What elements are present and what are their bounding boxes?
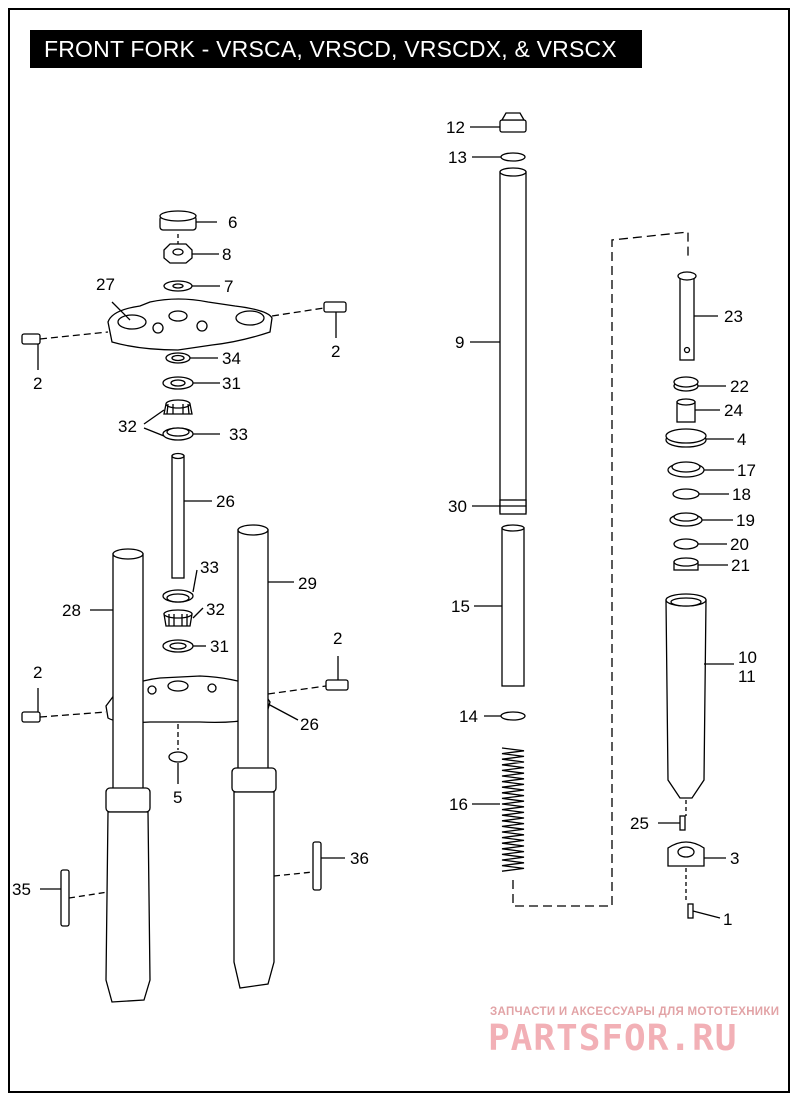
callout-22: 22: [730, 377, 749, 396]
callout-14: 14: [459, 707, 478, 726]
part-4-cap[interactable]: [665, 428, 734, 448]
callout-1: 1: [723, 910, 732, 929]
callout-13: 13: [448, 148, 467, 167]
callout-31-lower: 31: [210, 637, 229, 656]
callout-23: 23: [724, 307, 743, 326]
callout-12: 12: [446, 118, 465, 137]
callout-26-stem: 26: [216, 492, 235, 511]
callout-15: 15: [451, 597, 470, 616]
part-25-screw[interactable]: [658, 815, 686, 831]
callout-6: 6: [228, 213, 237, 232]
callout-31-upper: 31: [222, 374, 241, 393]
part-33-lower-race[interactable]: [162, 569, 198, 603]
callout-18: 18: [732, 485, 751, 504]
callout-29: 29: [298, 574, 317, 593]
part-33-upper-race[interactable]: [162, 427, 220, 441]
part-2-bolt-upper-right[interactable]: [271, 301, 347, 338]
callout-2-lower-right: 2: [333, 629, 342, 648]
callout-24: 24: [724, 401, 743, 420]
part-24-bushing[interactable]: [676, 398, 720, 423]
part-26-steering-stem[interactable]: [171, 452, 212, 579]
watermark-tagline: ЗАПЧАСТИ И АКСЕССУАРЫ ДЛЯ МОТОТЕХНИКИ: [490, 1006, 780, 1018]
callout-33-lower: 33: [200, 558, 219, 577]
part-16-fork-spring[interactable]: [472, 747, 525, 872]
part-17-oil-seal[interactable]: [667, 461, 734, 478]
part-12-cap-bolt[interactable]: [470, 112, 527, 133]
callout-2-upper-left: 2: [33, 374, 42, 393]
part-31-upper-washer[interactable]: [162, 376, 220, 390]
part-22-ring[interactable]: [673, 376, 726, 392]
part-7-washer[interactable]: [163, 280, 220, 292]
part-6-cap[interactable]: [159, 210, 217, 231]
part-32-lower-bearing[interactable]: [163, 607, 204, 627]
callout-35: 35: [12, 880, 31, 899]
callout-21: 21: [731, 556, 750, 575]
callout-32-lower: 32: [206, 600, 225, 619]
part-35-reflector[interactable]: [40, 869, 70, 927]
part-26-lower-fork-bracket[interactable]: [105, 675, 299, 724]
part-15-damper-tube[interactable]: [474, 524, 525, 687]
callout-16: 16: [449, 795, 468, 814]
watermark-brand: PARTSFOR.RU: [488, 1018, 738, 1059]
part-8-nut[interactable]: [163, 243, 219, 264]
diagram-frame: [8, 8, 790, 1093]
part-19-seal-spacer[interactable]: [669, 512, 733, 527]
part-13-o-ring[interactable]: [472, 152, 526, 162]
part-9-fork-tube[interactable]: [470, 167, 527, 513]
callout-28: 28: [62, 601, 81, 620]
part-23-damper-rod[interactable]: [677, 271, 718, 361]
callout-3: 3: [730, 849, 739, 868]
callout-32-upper: 32: [118, 417, 137, 436]
callout-25: 25: [630, 814, 649, 833]
part-18-retaining-ring[interactable]: [672, 488, 729, 500]
part-1-screw[interactable]: [687, 903, 721, 919]
callout-10: 10: [738, 648, 757, 667]
callout-19: 19: [736, 511, 755, 530]
callout-33-upper: 33: [229, 425, 248, 444]
callout-9: 9: [455, 333, 464, 352]
part-29-right-fork-leg[interactable]: [231, 524, 294, 989]
part-3-axle-cap[interactable]: [667, 841, 726, 867]
part-30-bushing[interactable]: [472, 499, 527, 515]
part-2-bolt-upper-left[interactable]: [21, 331, 109, 370]
part-28-left-fork-leg[interactable]: [90, 548, 151, 1003]
callout-4: 4: [737, 430, 746, 449]
part-20-washer[interactable]: [673, 538, 727, 550]
part-21-bushing[interactable]: [673, 557, 728, 571]
part-10-11-fork-slider[interactable]: [665, 593, 734, 799]
part-36-reflector[interactable]: [312, 841, 345, 891]
part-32-upper-bearing[interactable]: [163, 399, 193, 415]
callout-8: 8: [222, 245, 231, 264]
diagram-title: FRONT FORK - VRSCA, VRSCD, VRSCDX, & VRS…: [30, 30, 642, 68]
callout-27: 27: [96, 275, 115, 294]
callout-34: 34: [222, 349, 241, 368]
callout-30: 30: [448, 497, 467, 516]
callout-20: 20: [730, 535, 749, 554]
part-34-seal[interactable]: [165, 352, 218, 364]
part-5-plug[interactable]: [168, 751, 188, 784]
callout-11: 11: [738, 667, 756, 686]
callout-36: 36: [350, 849, 369, 868]
part-27-upper-fork-bracket[interactable]: [107, 298, 273, 351]
part-2-bolt-lower-left[interactable]: [21, 688, 107, 723]
callout-26-bracket: 26: [300, 715, 319, 734]
callout-2-upper-right: 2: [331, 342, 340, 361]
part-31-lower-washer[interactable]: [162, 639, 206, 653]
callout-17: 17: [737, 461, 756, 480]
callout-5: 5: [173, 788, 182, 807]
callout-2-lower-left: 2: [33, 663, 42, 682]
part-2-bolt-lower-right[interactable]: [267, 656, 349, 695]
part-14-washer[interactable]: [484, 711, 526, 721]
callout-7: 7: [224, 277, 233, 296]
